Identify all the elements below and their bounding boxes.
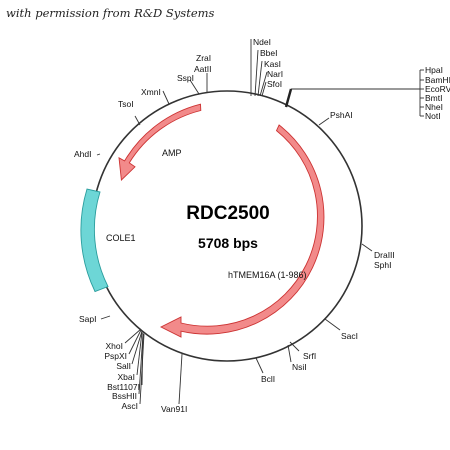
single-site-labels: ZraI AatII SspI XmnI TsoI AhdI SapI PshA…	[74, 53, 395, 414]
site-label-bbei: BbeI	[260, 48, 278, 58]
site-label-ahdi: AhdI	[74, 149, 92, 159]
plasmid-name: RDC2500	[186, 203, 269, 224]
site-leaders	[96, 73, 373, 405]
right-site-stack: HpaI BamHI EcoRV BmtI NheI NotI	[425, 65, 450, 121]
site-label-bst1107i: Bst1107I	[107, 382, 140, 392]
site-label-bamhi: BamHI	[425, 75, 450, 85]
site-label-sspi: SspI	[177, 73, 194, 83]
site-label-ndei: NdeI	[253, 37, 271, 47]
site-label-bsshii: BssHII	[112, 391, 137, 401]
cole1-label: COLE1	[106, 233, 136, 243]
site-label-asci: AscI	[121, 401, 138, 411]
site-label-hpai: HpaI	[425, 65, 443, 75]
insert-feature-arrow	[159, 124, 325, 338]
cole1-origin-box	[80, 188, 109, 293]
site-label-srfi: SrfI	[303, 351, 316, 361]
site-label-ecorv: EcoRV	[425, 84, 450, 94]
site-label-van91i: Van91I	[161, 404, 187, 414]
site-label-xmni: XmnI	[141, 87, 161, 97]
site-label-bmti: BmtI	[425, 93, 442, 103]
site-label-zrai: ZraI	[196, 53, 211, 63]
permission-credit: with permission from R&D Systems	[6, 6, 215, 20]
site-label-sfoi: SfoI	[267, 79, 282, 89]
site-label-aatii: AatII	[194, 64, 211, 74]
site-label-pshai: PshAI	[330, 110, 353, 120]
top-site-leaders	[250, 39, 268, 97]
bottom-left-site-leaders	[124, 328, 145, 405]
site-label-xhoi: XhoI	[106, 341, 124, 351]
site-label-tsoi: TsoI	[118, 99, 134, 109]
site-label-nsii: NsiI	[292, 362, 307, 372]
insert-label: hTMEM16A (1-986)	[228, 270, 307, 280]
amp-feature-arrow	[118, 103, 202, 181]
right-site-leaders	[284, 69, 424, 117]
site-label-pspxi: PspXI	[104, 351, 127, 361]
site-label-sphi: SphI	[374, 260, 392, 270]
site-label-nari: NarI	[267, 69, 283, 79]
site-label-nhei: NheI	[425, 102, 443, 112]
site-label-saci: SacI	[341, 331, 358, 341]
site-label-draiii: DraIII	[374, 250, 395, 260]
site-label-sapi: SapI	[79, 314, 97, 324]
top-site-stack: NdeI BbeI KasI NarI SfoI	[253, 37, 283, 89]
site-label-sali: SalI	[116, 361, 131, 371]
site-label-kasi: KasI	[264, 59, 281, 69]
plasmid-size: 5708 bps	[198, 235, 258, 251]
site-label-noti: NotI	[425, 111, 441, 121]
site-label-xbai: XbaI	[118, 372, 136, 382]
bottom-left-site-stack: XhoI PspXI SalI XbaI Bst1107I BssHII Asc…	[104, 341, 140, 411]
amp-label: AMP	[162, 148, 182, 158]
site-label-bcli: BclI	[261, 374, 275, 384]
